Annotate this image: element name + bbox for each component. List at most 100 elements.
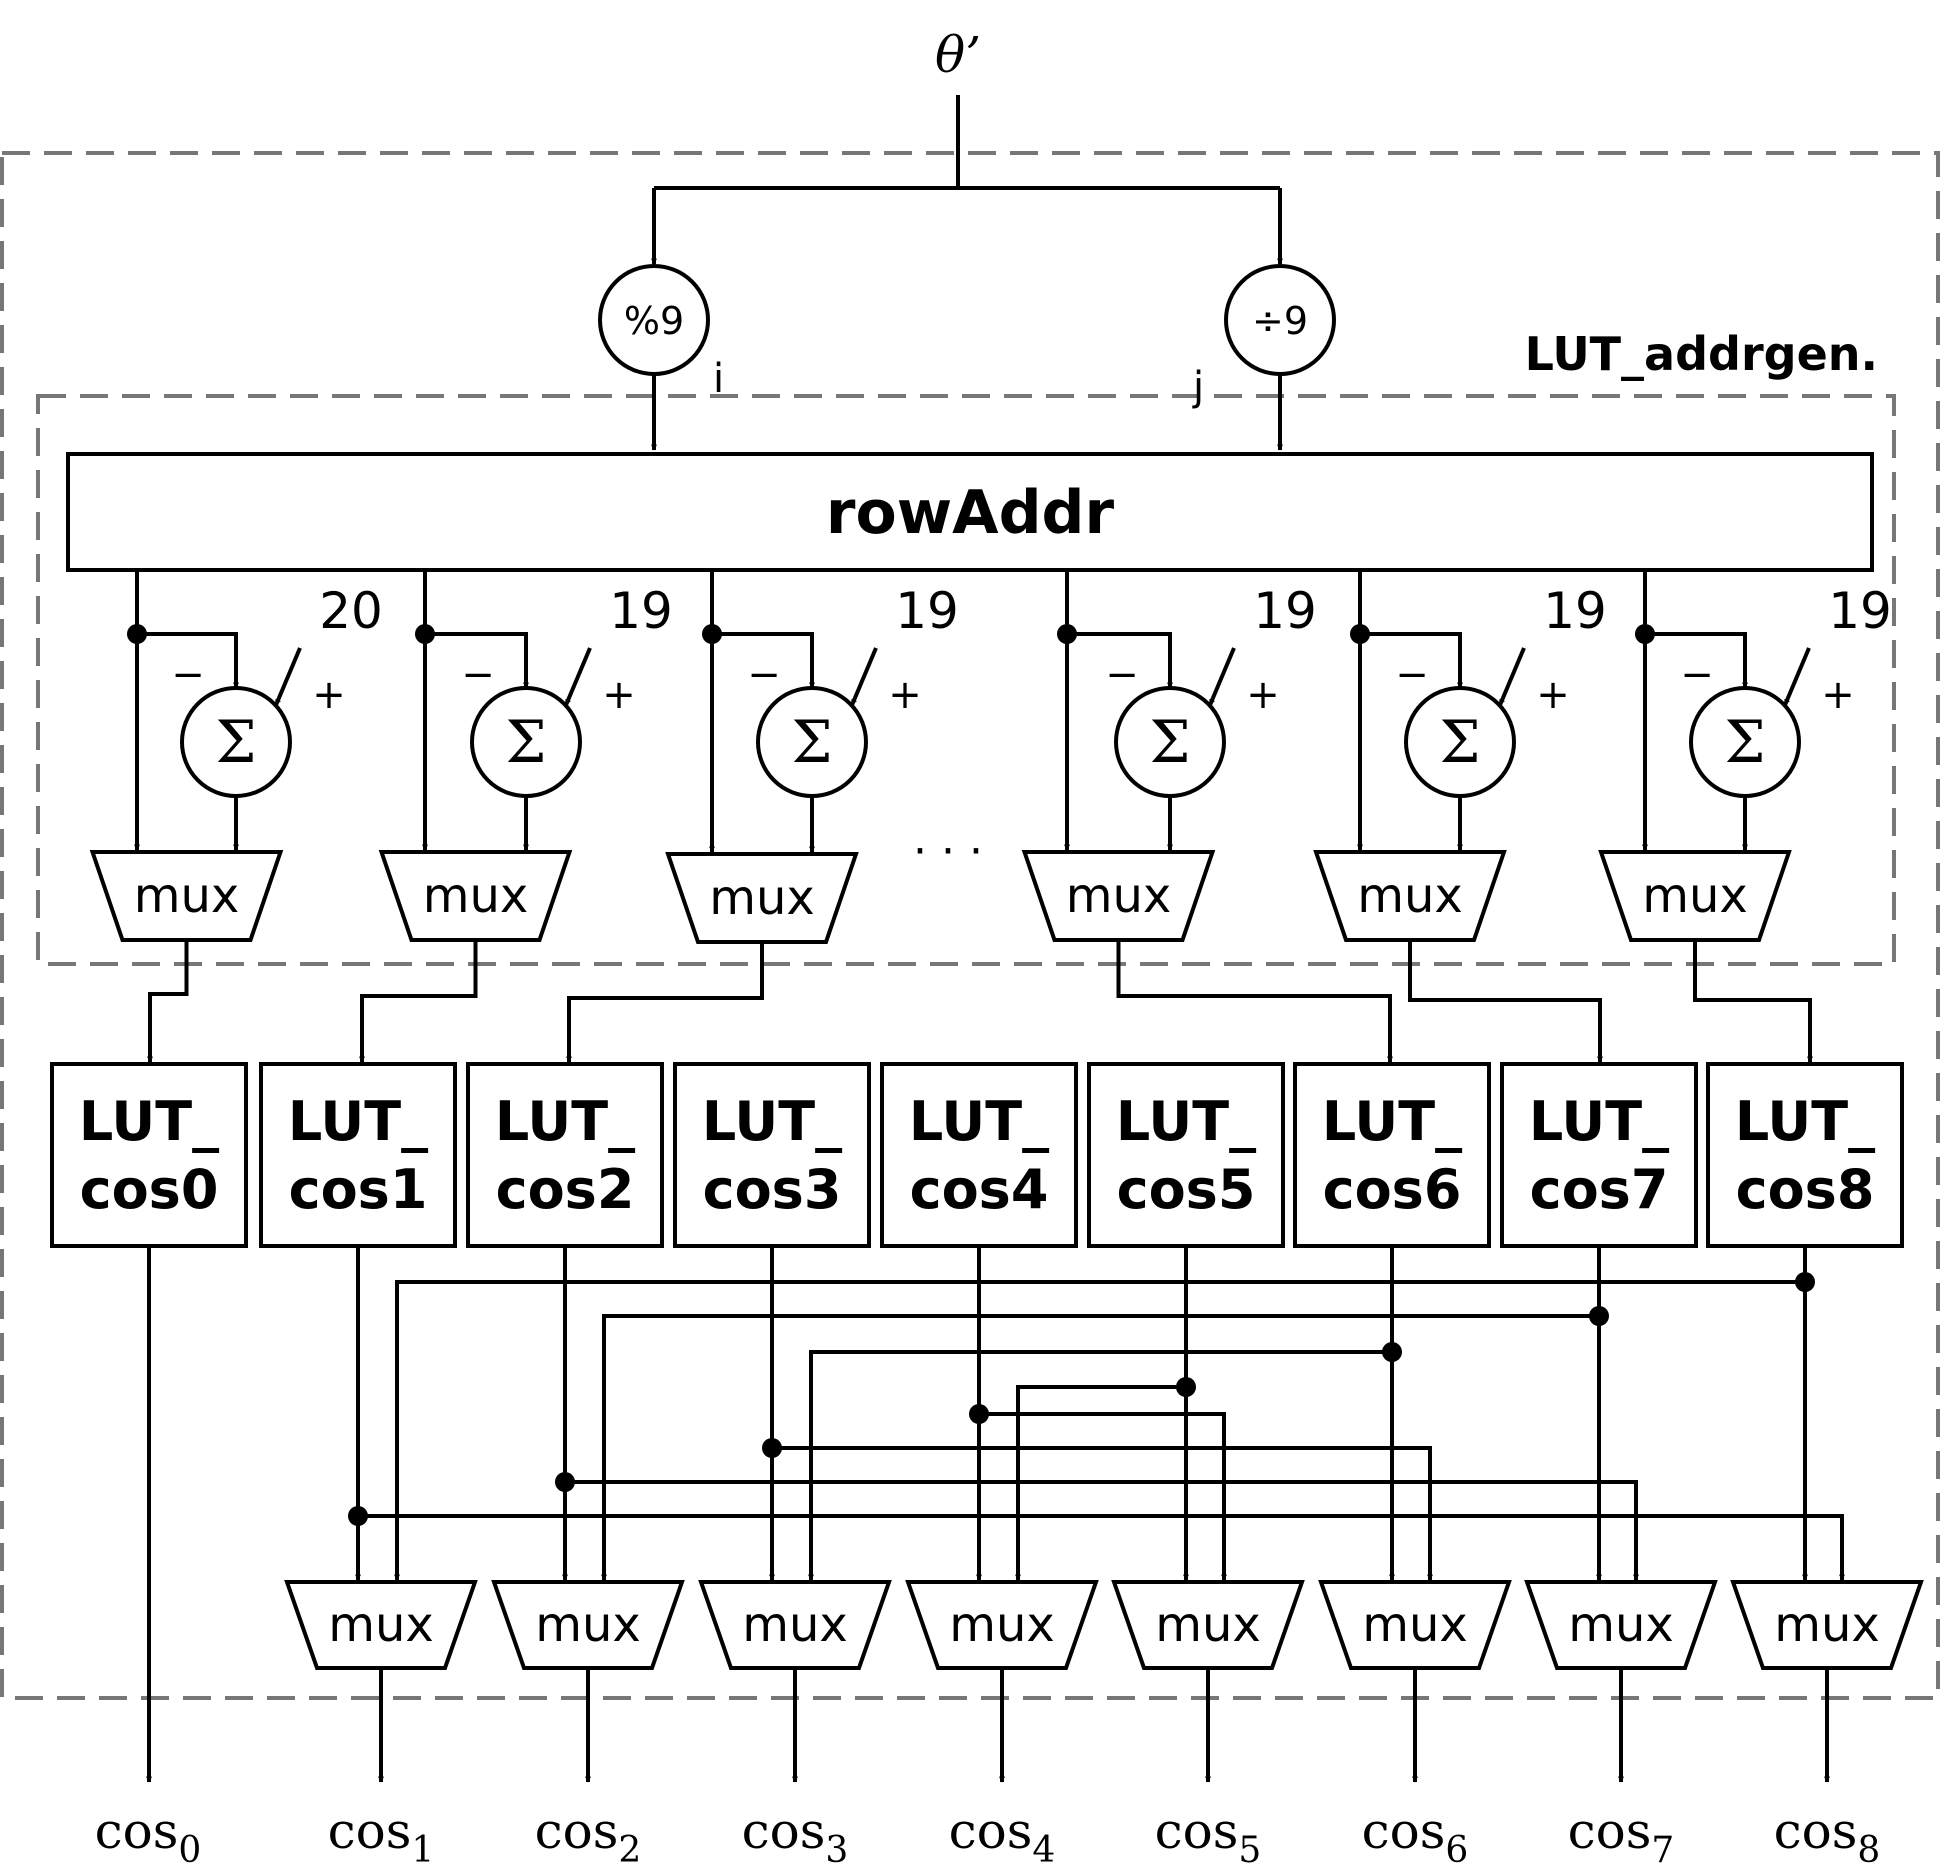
mux-label: mux — [1568, 1597, 1674, 1653]
output-base: cos — [742, 1802, 826, 1860]
mod9-label: %9 — [624, 299, 684, 343]
output-mux-6: mux — [1318, 1580, 1512, 1670]
lut-label-line1: LUT_ — [1529, 1090, 1669, 1153]
mux-shape — [284, 1580, 478, 1670]
mux-label: mux — [423, 868, 529, 924]
sigma-symbol: Σ — [505, 708, 546, 776]
plus-sign: + — [888, 672, 922, 718]
constant-arrow — [1498, 647, 1526, 706]
lut-label-line1: LUT_ — [1322, 1090, 1462, 1153]
mux-label: mux — [328, 1597, 434, 1653]
mux-shape — [665, 852, 859, 944]
mux-label: mux — [535, 1597, 641, 1653]
address-mux-2: mux — [665, 852, 859, 944]
mux-shape — [491, 1580, 685, 1670]
minus-sign: − — [171, 652, 205, 698]
mux-label: mux — [1362, 1597, 1468, 1653]
lut-box — [1500, 1062, 1698, 1248]
address-mux-4: mux — [1313, 850, 1507, 942]
sigma-symbol: Σ — [1149, 708, 1190, 776]
adder-constant: 19 — [609, 582, 673, 640]
lut-box — [1706, 1062, 1904, 1248]
minus-sign: − — [461, 652, 495, 698]
constant-arrow — [274, 647, 302, 706]
mux-shape — [378, 850, 573, 942]
lut6-cross-wire — [808, 1350, 1392, 1581]
mux-label: mux — [709, 870, 815, 926]
mux-shape — [1111, 1580, 1305, 1670]
output-cos3-label: cos3 — [742, 1802, 849, 1871]
lut4-cross-wire — [979, 1412, 1227, 1581]
lut-label-line1: LUT_ — [909, 1090, 1049, 1153]
lut-label-line2: cos3 — [703, 1158, 842, 1221]
lut-cos6: LUT_cos6 — [1293, 1062, 1491, 1248]
address-route-0 — [147, 940, 189, 1063]
module-label: LUT_addrgen. — [1525, 327, 1878, 381]
output-base: cos — [95, 1802, 179, 1860]
output-base: cos — [1155, 1802, 1239, 1860]
lut2-cross-wire — [565, 1480, 1639, 1581]
lut3-cross-wire — [772, 1446, 1433, 1581]
plus-sign: + — [602, 672, 636, 718]
output-base: cos — [328, 1802, 412, 1860]
mux-shape — [698, 1580, 892, 1670]
mux-label: mux — [1155, 1597, 1261, 1653]
output-mux-7: mux — [1524, 1580, 1718, 1670]
minus-sign: − — [747, 652, 781, 698]
output-base: cos — [949, 1802, 1033, 1860]
div9-label: ÷9 — [1252, 299, 1308, 343]
minus-sign: − — [1395, 652, 1429, 698]
div9-operator: ÷9 — [1224, 264, 1336, 376]
output-cos5-label: cos5 — [1155, 1802, 1262, 1871]
sigma-symbol: Σ — [791, 708, 832, 776]
output-base: cos — [535, 1802, 619, 1860]
output-cos1-label: cos1 — [328, 1802, 435, 1871]
lut-label-line2: cos5 — [1117, 1158, 1256, 1221]
output-mux-1: mux — [284, 1580, 478, 1670]
mux-label: mux — [134, 868, 240, 924]
output-cos2-label: cos2 — [535, 1802, 642, 1871]
lut-label-line1: LUT_ — [495, 1090, 635, 1153]
address-route-4 — [1408, 940, 1603, 1063]
minus-sign: − — [1680, 652, 1714, 698]
lut-cos1: LUT_cos1 — [259, 1062, 457, 1248]
mod9-operator: %9 — [598, 264, 710, 376]
routing-wires — [147, 940, 1813, 1063]
lut-box — [1293, 1062, 1491, 1248]
constant-arrow — [564, 647, 592, 706]
mux-shape — [905, 1580, 1099, 1670]
lut-label-line2: cos2 — [496, 1158, 635, 1221]
adder-constant: 19 — [1828, 582, 1892, 640]
output-subscript: 8 — [1857, 1830, 1880, 1871]
output-mux-5: mux — [1111, 1580, 1305, 1670]
lut-cos3: LUT_cos3 — [673, 1062, 871, 1248]
input-wires — [651, 95, 1283, 265]
row-addr-block — [66, 452, 1874, 572]
plus-sign: + — [1821, 672, 1855, 718]
row-address-boundary — [36, 394, 1896, 966]
output-mux-8: mux — [1730, 1580, 1924, 1670]
lut1-cross-wire — [358, 1514, 1845, 1581]
mux-label: mux — [1774, 1597, 1880, 1653]
lut-cos0: LUT_cos0 — [50, 1062, 248, 1248]
address-route-2 — [566, 942, 764, 1063]
subtract-feed-wire — [712, 632, 815, 689]
address-mux-3: mux — [1021, 850, 1216, 942]
adder-column-2: Σ− +19 mux — [665, 570, 959, 944]
adder-constant: 20 — [319, 582, 383, 640]
lut-box — [466, 1062, 664, 1248]
mux-shape — [1021, 850, 1216, 942]
subtract-feed-wire — [425, 632, 529, 689]
lut-label-line1: LUT_ — [1735, 1090, 1875, 1153]
adder-constant: 19 — [895, 582, 959, 640]
address-route-3 — [1116, 940, 1393, 1063]
address-route-1 — [359, 940, 478, 1063]
lut-box — [1087, 1062, 1285, 1248]
mux-label: mux — [742, 1597, 848, 1653]
lut-label-line1: LUT_ — [1116, 1090, 1256, 1153]
input-theta-label: θ’ — [935, 26, 981, 84]
